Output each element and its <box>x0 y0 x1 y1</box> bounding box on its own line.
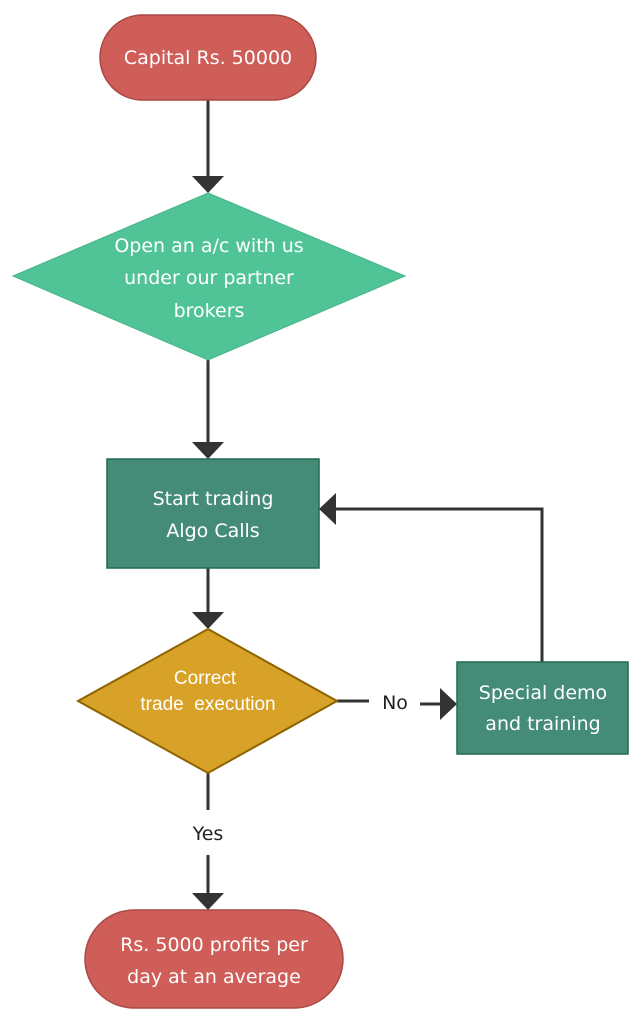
arrowhead-icon <box>192 893 224 910</box>
node-special-demo-line-2: and training <box>485 713 600 735</box>
arrowhead-icon <box>440 688 457 720</box>
node-special-demo-line-1: Special demo <box>479 682 607 704</box>
terminator-shape <box>84 909 344 1009</box>
node-start-trading-line-2: Algo Calls <box>166 520 259 542</box>
connectors <box>192 100 544 910</box>
arrowhead-icon <box>192 176 224 193</box>
node-special-demo: Special demo and training <box>456 661 629 755</box>
arrowhead-icon <box>192 612 224 629</box>
node-start-trading-line-1: Start trading <box>153 488 274 510</box>
node-open-account-line-2: under our partner <box>124 267 294 289</box>
node-end-line-2: day at an average <box>127 966 301 988</box>
node-end-line-1: Rs. 5000 profits per <box>120 934 308 956</box>
node-open-account-line-3: brokers <box>174 300 245 322</box>
node-open-account: Open an a/c with us under our partner br… <box>11 192 407 361</box>
arrowhead-icon <box>319 493 336 525</box>
edge-special-demo-loop-back <box>336 507 544 662</box>
process-shape <box>456 661 629 755</box>
diamond-shape <box>11 192 407 361</box>
terminator-shape <box>99 14 317 101</box>
node-start-label: Capital Rs. 50000 <box>124 47 292 69</box>
node-start: Capital Rs. 50000 <box>99 14 317 101</box>
node-start-trading: Start trading Algo Calls <box>106 458 320 569</box>
node-open-account-line-1: Open an a/c with us <box>114 235 303 257</box>
edge-label-no: No <box>382 692 408 714</box>
edge-label-yes: Yes <box>192 823 224 845</box>
node-correct-execution-line-2: trade execution <box>140 694 275 715</box>
node-correct-execution: Correct trade execution <box>75 627 340 775</box>
decision-diamond-shape <box>75 627 340 775</box>
arrowhead-icon <box>192 442 224 459</box>
node-correct-execution-line-1: Correct <box>174 668 237 689</box>
node-end: Rs. 5000 profits per day at an average <box>84 909 344 1009</box>
process-shape <box>106 458 320 569</box>
